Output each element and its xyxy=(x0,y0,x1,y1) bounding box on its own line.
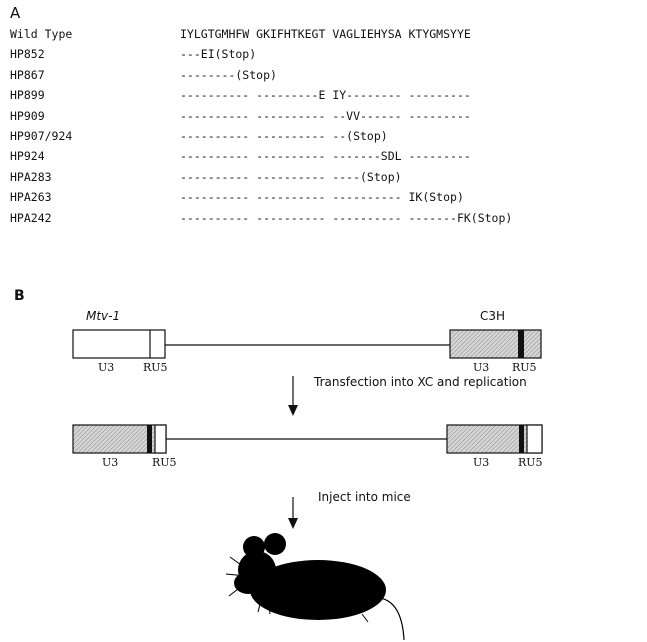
arrow-down-2 xyxy=(288,497,298,529)
panel-a-label: A xyxy=(10,4,21,22)
right-ltr-white-end xyxy=(526,424,543,454)
top-right-ru5-label: RU5 xyxy=(512,361,537,374)
mid-right-ru5-label: RU5 xyxy=(518,456,543,469)
top-right-u3-label: U3 xyxy=(473,361,490,374)
sequence-row-value: ---------- ---------- --VV------ -------… xyxy=(180,108,471,123)
sequence-row-name: HPA283 xyxy=(10,169,52,184)
right-ltr-box xyxy=(446,424,543,454)
sequence-row-value: ---------- ---------- ----(Stop) xyxy=(180,169,402,184)
construct-middle xyxy=(72,424,543,454)
c3h-label: C3H xyxy=(480,309,506,323)
mid-right-u3-label: U3 xyxy=(473,456,490,469)
sequence-row-value: ---EI(Stop) xyxy=(180,47,257,62)
c3h-ltr-dark-band xyxy=(518,330,524,358)
left-ltr-box xyxy=(72,424,167,454)
sequence-row-name: HP909 xyxy=(10,108,45,123)
sequence-row-value: ---------- ---------- ---------- IK(Stop… xyxy=(180,190,464,205)
mid-left-u3-label: U3 xyxy=(102,456,119,469)
sequence-row-name: HP899 xyxy=(10,88,45,103)
sequence-row-name: HP867 xyxy=(10,67,45,82)
mouse-icon xyxy=(225,533,405,641)
sequence-row-name: HP907/924 xyxy=(10,129,73,143)
transfection-step-text: Transfection into XC and replication xyxy=(314,375,527,389)
arrow-down-1 xyxy=(288,376,298,416)
left-ltr-white-end xyxy=(154,424,167,454)
mtv1-label: Mtv-1 xyxy=(86,309,121,323)
sequence-row-name: HP852 xyxy=(10,47,45,62)
sequence-row-name: HPA263 xyxy=(10,190,52,205)
inject-step-text: Inject into mice xyxy=(318,490,411,504)
right-ltr-dark-band xyxy=(519,425,524,453)
left-ltr-dark-band xyxy=(147,425,152,453)
sequence-row-value: ---------- ---------E IY-------- -------… xyxy=(180,88,471,103)
construct-top xyxy=(72,329,542,359)
c3h-ltr-box xyxy=(449,329,542,359)
sequence-row-value: IYLGTGMHFW GKIFHTKEGT VAGLIEHYSA KTYGMSY… xyxy=(180,27,471,41)
top-left-ru5-label: RU5 xyxy=(143,361,168,374)
sequence-row-value: ---------- ---------- ---------- -------… xyxy=(180,210,513,225)
mtv1-ltr-box xyxy=(72,329,166,359)
top-left-u3-label: U3 xyxy=(98,361,115,374)
sequence-row-value: ---------- ---------- -------SDL -------… xyxy=(180,149,471,164)
sequence-row-name: HPA242 xyxy=(10,210,52,225)
sequence-row-value: ---------- ---------- --(Stop) xyxy=(180,129,388,143)
mid-left-ru5-label: RU5 xyxy=(152,456,177,469)
sequence-row-name: HP924 xyxy=(10,149,45,164)
sequence-row-value: --------(Stop) xyxy=(180,67,277,82)
panel-b-label: B xyxy=(14,288,25,304)
sequence-row-name: Wild Type xyxy=(10,27,73,41)
